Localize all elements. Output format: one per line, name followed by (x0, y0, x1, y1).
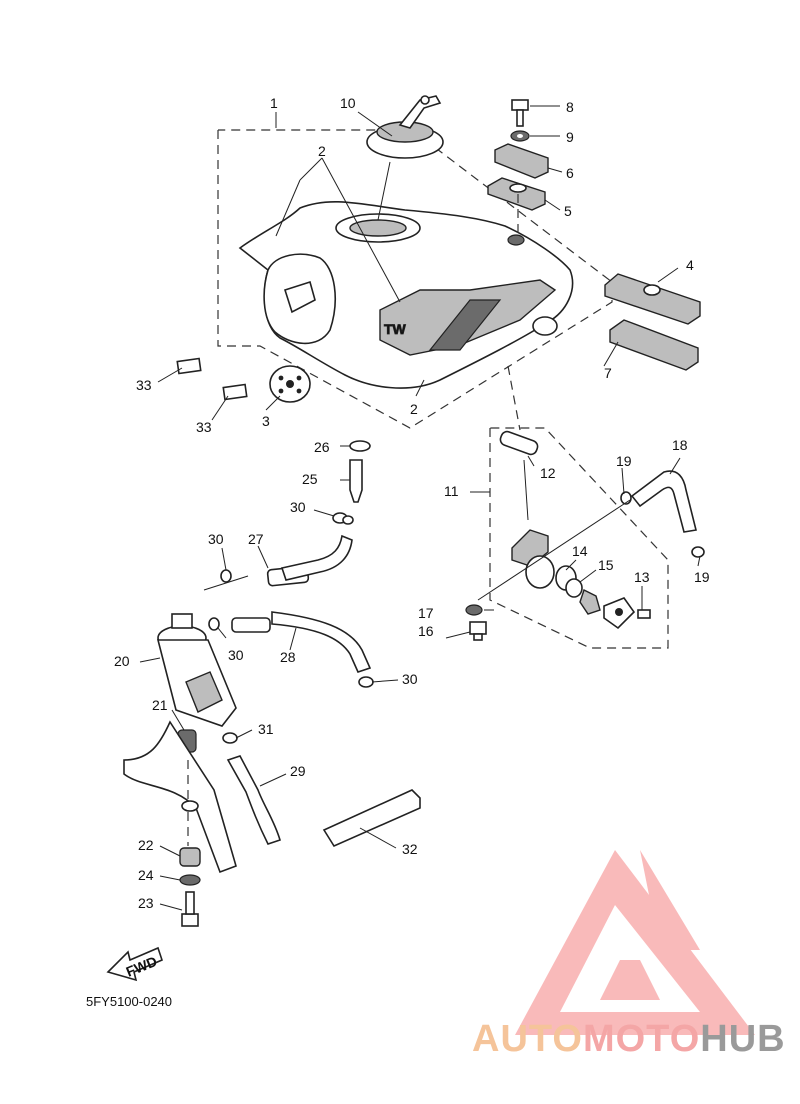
tank-assembly-outline (217, 129, 613, 429)
part-label-19: 19 (694, 569, 710, 585)
clip-30d (358, 676, 374, 688)
part-label-7: 7 (604, 365, 612, 381)
bracket-5 (487, 177, 546, 211)
watermark-part2: MOTO (582, 1018, 701, 1060)
part-label-18: 18 (672, 437, 688, 453)
clip-30b (220, 569, 232, 583)
fuel-pump (156, 613, 237, 727)
emblem-33b (222, 383, 248, 401)
part-label-17: 17 (418, 605, 434, 621)
watermark-part1: AUTO (472, 1018, 583, 1060)
part-label-11: 11 (444, 483, 459, 499)
part-label-32: 32 (402, 841, 418, 857)
bolt-8 (511, 99, 529, 127)
part-label-23: 23 (138, 895, 154, 911)
part-label-30: 30 (228, 647, 244, 663)
part-label-27: 27 (248, 531, 264, 547)
part-label-2: 2 (318, 143, 326, 159)
bracket-frame (123, 720, 237, 874)
diagram-code: 5FY5100-0240 (86, 994, 172, 1009)
part-label-19: 19 (616, 453, 632, 469)
cock-assembly-outline (489, 427, 669, 649)
strap-32 (322, 789, 421, 848)
part-label-30: 30 (208, 531, 224, 547)
part-label-3: 3 (262, 413, 270, 429)
rubber-damper (269, 365, 311, 403)
watermark-text: AUTOMOTOHUB (472, 1018, 786, 1061)
part-label-5: 5 (564, 203, 572, 219)
part-label-4: 4 (686, 257, 694, 273)
clip-30a (332, 512, 354, 525)
part-label-29: 29 (290, 763, 306, 779)
pipe-29 (226, 755, 281, 845)
washer-24 (179, 874, 201, 886)
part-label-26: 26 (314, 439, 330, 455)
leader-lines (139, 105, 701, 911)
hose-18 (630, 470, 697, 533)
part-label-24: 24 (138, 867, 154, 883)
part-label-13: 13 (634, 569, 650, 585)
plate-7 (609, 319, 699, 371)
fitting-25 (349, 459, 363, 503)
fuel-cock-assembly (499, 430, 651, 630)
part-label-30: 30 (290, 499, 306, 515)
part-label-21: 21 (152, 697, 168, 713)
part-label-22: 22 (138, 837, 154, 853)
fuel-tank: TW (238, 200, 574, 389)
bolt-16 (469, 621, 487, 641)
part-label-20: 20 (114, 653, 130, 669)
tank-cap (366, 95, 444, 159)
clip-30c (208, 617, 220, 631)
part-label-14: 14 (572, 543, 588, 559)
part-label-30: 30 (402, 671, 418, 687)
watermark-logo (515, 850, 755, 1035)
hose-28a (231, 617, 271, 633)
part-label-31: 31 (258, 721, 274, 737)
o-ring-26 (349, 440, 371, 452)
watermark-part3: HUB (700, 1018, 786, 1060)
fwd-arrow: FWD (106, 946, 163, 982)
tank-emblem-text: TW (384, 321, 407, 337)
washer-9 (510, 130, 530, 142)
part-label-28: 28 (280, 649, 296, 665)
part-label-1: 1 (270, 95, 278, 111)
emblem-33a (176, 357, 202, 375)
part-label-33: 33 (196, 419, 212, 435)
part-labels: 1223456789101112131415161718191920212223… (114, 95, 710, 911)
plate-4 (604, 273, 701, 325)
hose-28 (271, 611, 372, 673)
clip-31 (222, 732, 238, 744)
part-label-6: 6 (566, 165, 574, 181)
bracket-6 (494, 143, 549, 179)
collar-22 (179, 847, 201, 867)
clip-19b (691, 546, 705, 558)
bolt-23 (181, 891, 199, 927)
part-label-8: 8 (566, 99, 574, 115)
part-label-16: 16 (418, 623, 434, 639)
part-label-10: 10 (340, 95, 356, 111)
part-label-12: 12 (540, 465, 556, 481)
hose-27b (280, 534, 353, 581)
washer-17 (465, 604, 483, 616)
part-label-9: 9 (566, 129, 574, 145)
part-label-25: 25 (302, 471, 318, 487)
part-label-15: 15 (598, 557, 614, 573)
part-label-33: 33 (136, 377, 152, 393)
part-label-2: 2 (410, 401, 418, 417)
